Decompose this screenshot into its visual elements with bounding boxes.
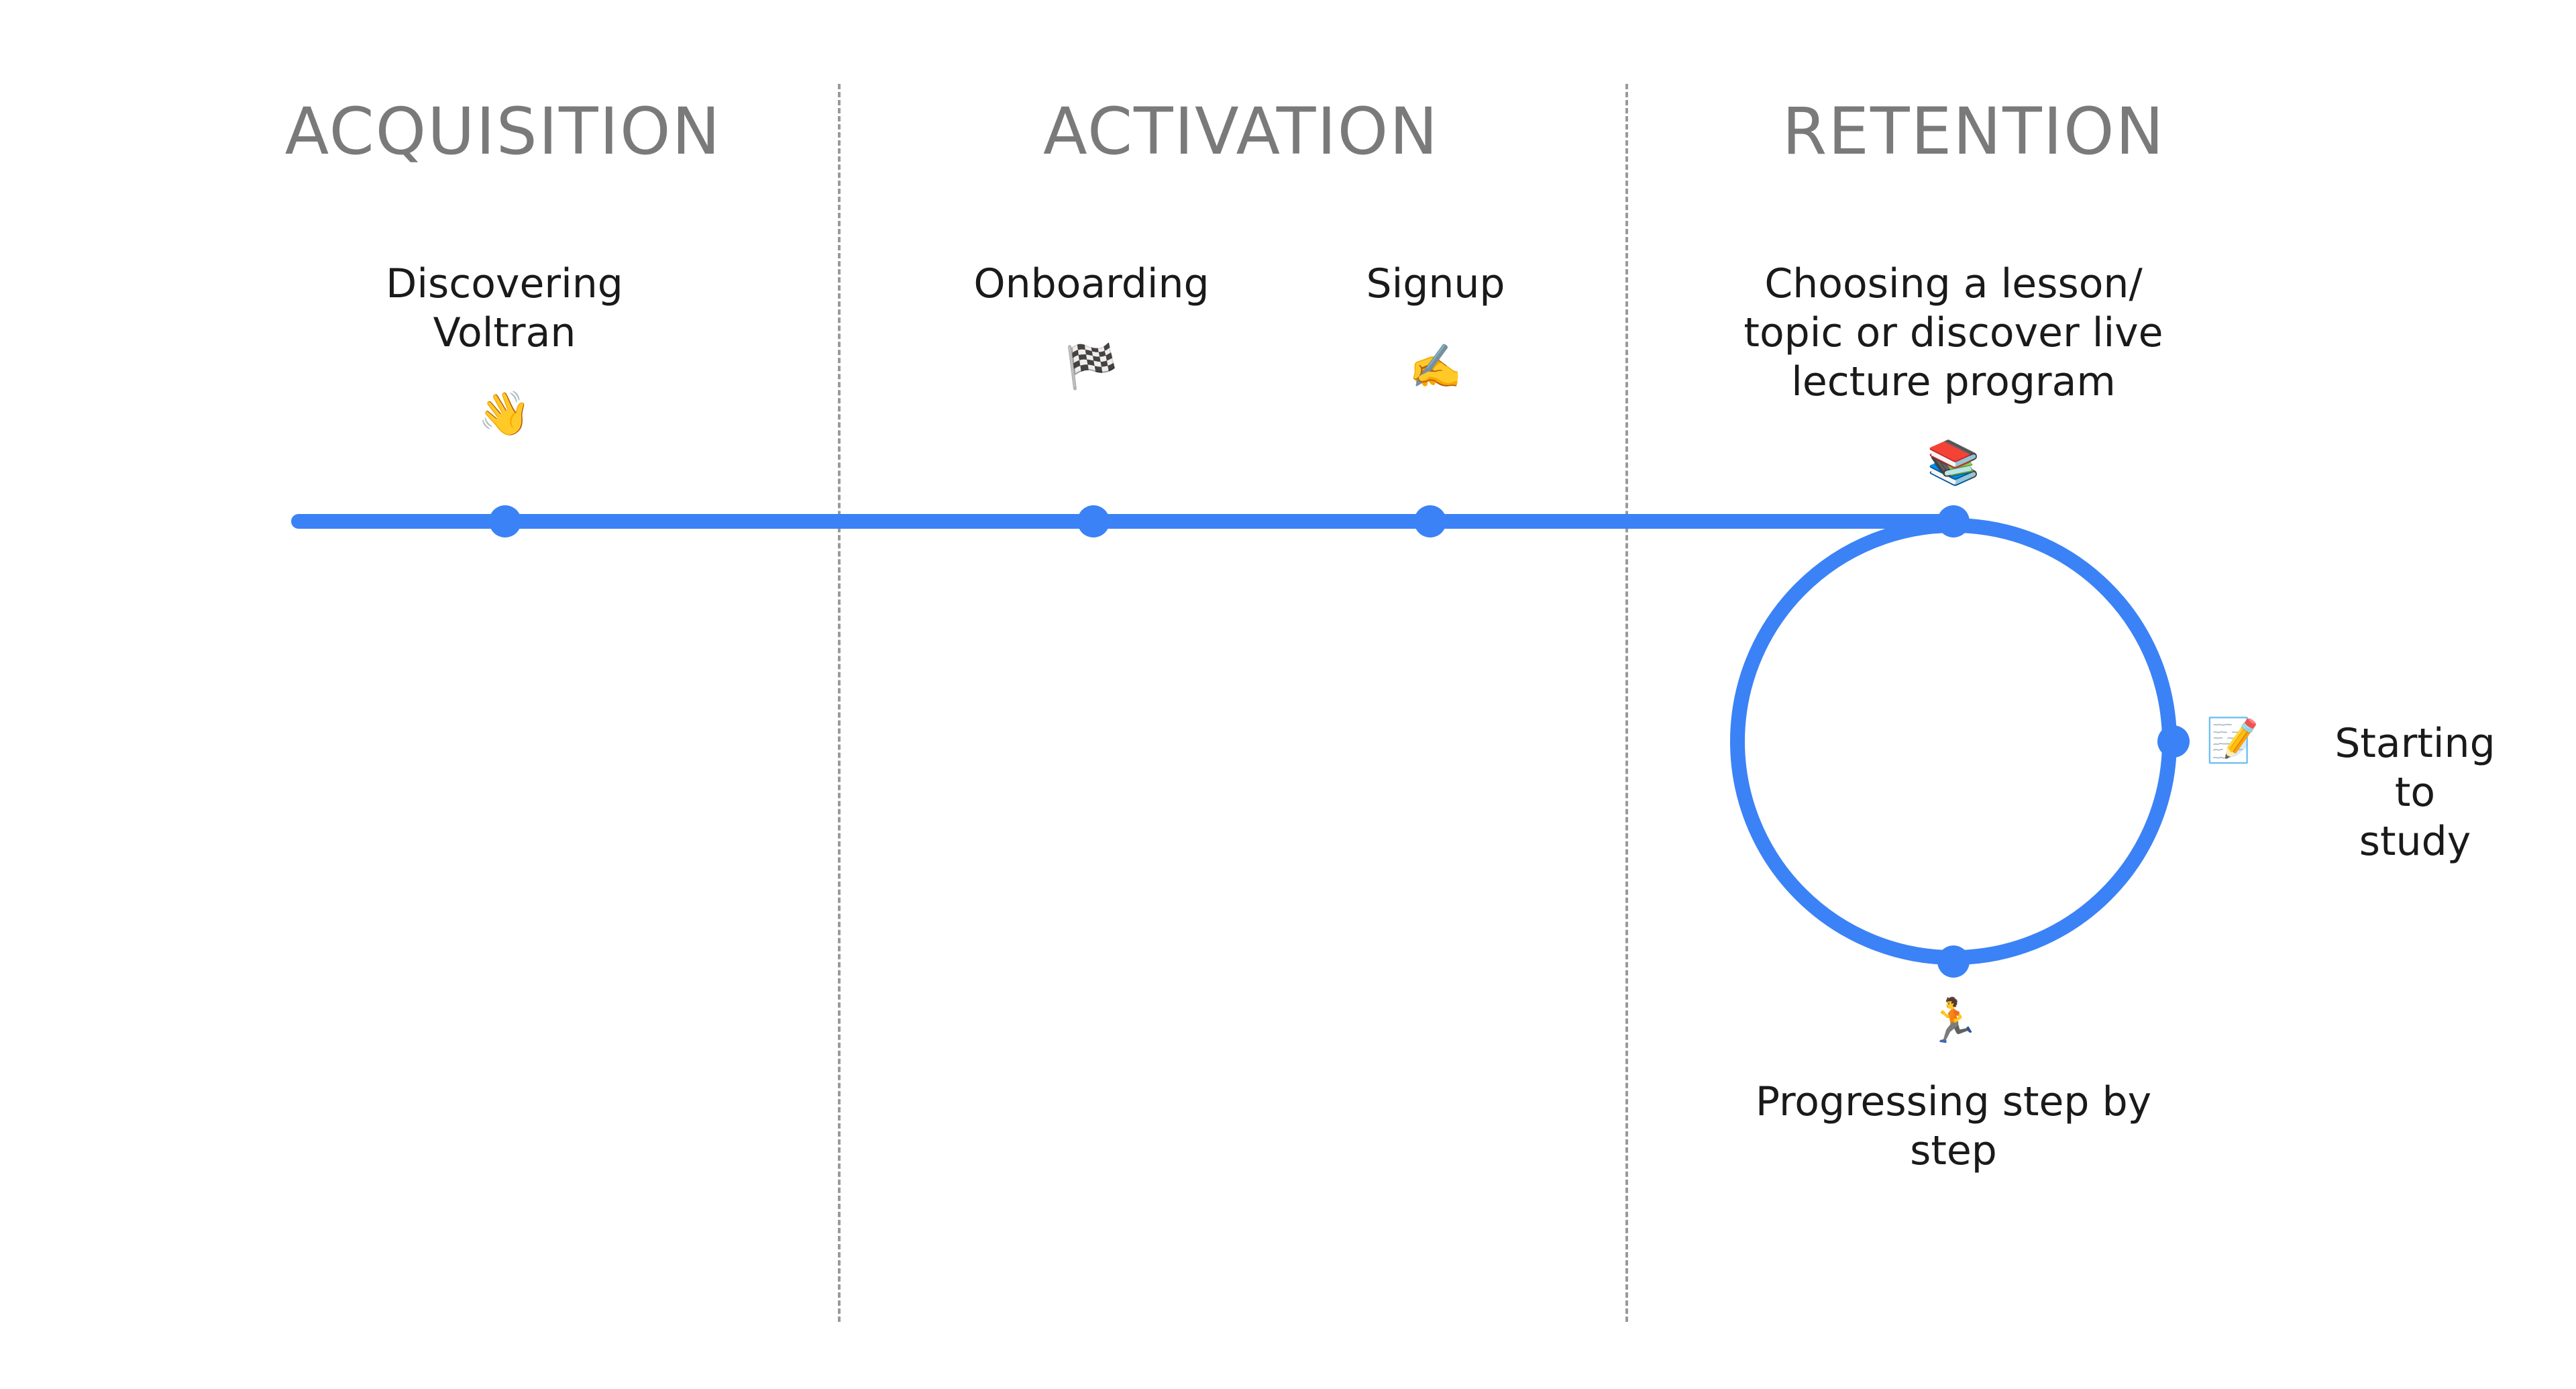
step-discovering-label: Discovering Voltran xyxy=(386,260,623,356)
phase-retention-title: RETENTION xyxy=(1782,94,2165,169)
step-signup-label: Signup xyxy=(1366,260,1505,307)
running-person-icon: 🏃 xyxy=(1927,996,1980,1046)
writing-hand-icon: ✍️ xyxy=(1409,342,1462,392)
phase-divider-1 xyxy=(838,84,841,1322)
checkered-flag-icon: 🏁 xyxy=(1065,342,1118,392)
node-signup xyxy=(1414,505,1446,537)
phase-acquisition-title: ACQUISITION xyxy=(284,94,722,169)
step-onboarding-label: Onboarding xyxy=(973,260,1210,307)
books-icon: 📚 xyxy=(1927,438,1980,488)
waving-hand-icon: 👋 xyxy=(478,389,531,439)
node-discovering xyxy=(489,505,521,537)
node-onboarding xyxy=(1077,505,1110,537)
step-starting-label: Starting to study xyxy=(2334,720,2496,865)
retention-loop xyxy=(1730,518,2177,965)
node-starting xyxy=(2157,725,2190,758)
memo-icon: 📝 xyxy=(2206,716,2259,766)
step-choosing-label: Choosing a lesson/ topic or discover liv… xyxy=(1743,260,2163,405)
step-progressing-label: Progressing step by step xyxy=(1755,1078,2152,1174)
phase-divider-2 xyxy=(1625,84,1628,1322)
node-choosing xyxy=(1937,505,1970,537)
phase-activation-title: ACTIVATION xyxy=(1042,94,1440,169)
node-progressing xyxy=(1937,945,1970,978)
